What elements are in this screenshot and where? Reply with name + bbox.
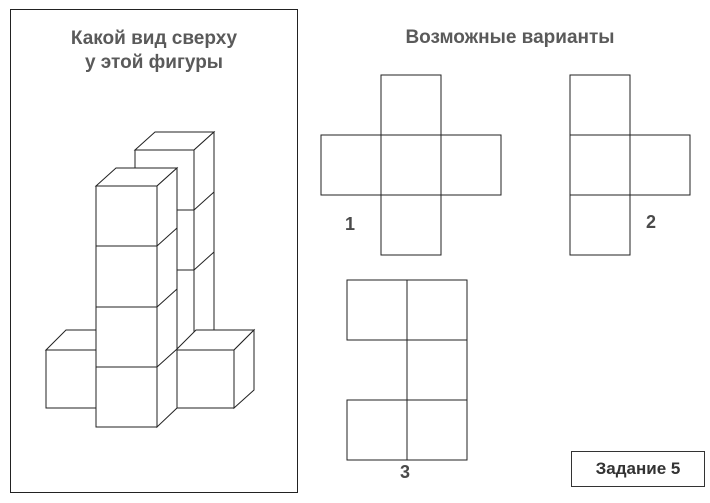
figure-panel bbox=[10, 9, 298, 493]
question-line-1: Какой вид сверху bbox=[70, 28, 238, 49]
front-column bbox=[94, 166, 179, 429]
right-cube bbox=[174, 328, 256, 410]
question-heading: Какой вид сверху у этой фигуры bbox=[10, 27, 298, 75]
option-1-label[interactable]: 1 bbox=[345, 214, 356, 234]
option-2-grid bbox=[569, 74, 691, 256]
options-heading: Возможные варианты bbox=[405, 27, 615, 48]
question-line-2: у этой фигуры bbox=[84, 52, 224, 73]
option-3-label[interactable]: 3 bbox=[400, 462, 411, 482]
task-label: Задание 5 bbox=[571, 451, 705, 487]
option-1-grid bbox=[320, 74, 502, 256]
option-3-grid bbox=[346, 279, 468, 461]
option-2-label[interactable]: 2 bbox=[646, 212, 657, 232]
